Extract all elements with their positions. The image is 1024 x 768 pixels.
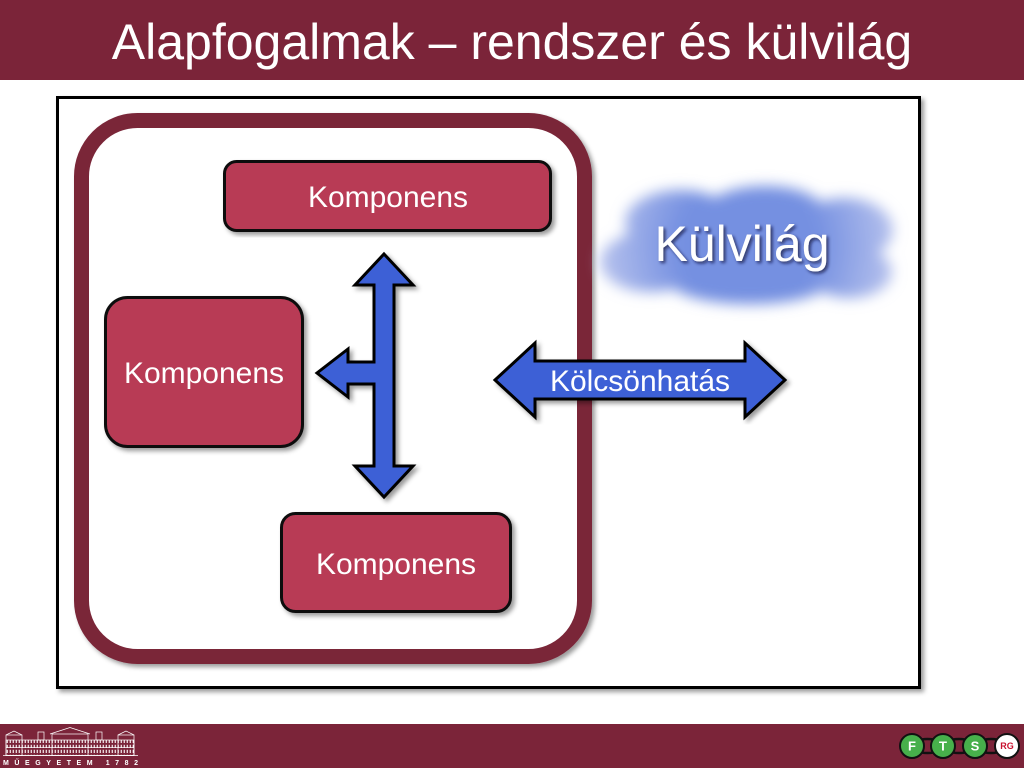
title-bar: Alapfogalmak – rendszer és külvilág — [0, 0, 1024, 80]
building-right-pavilion — [117, 734, 135, 756]
logo-letter-t: T — [939, 739, 947, 754]
building-right-tower — [95, 731, 103, 741]
cloud-puff — [808, 246, 892, 298]
slide-title: Alapfogalmak – rendszer és külvilág — [111, 14, 913, 70]
cloud-puff — [670, 260, 830, 304]
footer-bar: MŰEGYETEM 1782 F T S RG — [0, 724, 1024, 768]
component-label: Komponens — [316, 548, 476, 581]
cloud-puff — [705, 186, 825, 238]
internal-connection-arrow — [314, 251, 417, 500]
logo-circle-s — [962, 733, 988, 759]
component-box — [223, 160, 552, 232]
university-logo-text: MŰEGYETEM 1782 — [3, 758, 138, 767]
logo-letter-s: S — [971, 739, 980, 754]
logo-letter-rg: RG — [1000, 741, 1014, 751]
cloud-puff — [797, 198, 893, 262]
interaction-arrow-shape — [492, 339, 788, 421]
university-logo: MŰEGYETEM 1782 — [3, 727, 138, 767]
building-center-block — [51, 733, 89, 756]
building-logo-icon — [3, 727, 138, 756]
interaction-label: Kölcsönhatás — [550, 365, 730, 398]
linked-circles-logo-icon: F T S RG — [899, 733, 1020, 759]
research-group-logo: F T S RG — [899, 733, 1020, 759]
environment-cloud — [600, 186, 893, 304]
building-left-pavilion — [5, 734, 23, 756]
component-bottom: Komponens — [280, 512, 512, 613]
logo-circle-t — [930, 733, 956, 759]
logo-letter-f: F — [908, 739, 916, 754]
component-top: Komponens — [223, 160, 552, 232]
logo-circle-rg — [994, 733, 1020, 759]
system-diagram: Komponens Komponens Komponens Külvilág K… — [56, 96, 921, 689]
environment-label: Külvilág — [654, 216, 829, 272]
building-left-tower — [37, 731, 45, 741]
component-box — [104, 296, 304, 448]
logo-circle-f — [899, 733, 925, 759]
component-label: Komponens — [308, 181, 468, 214]
component-label: Komponens — [124, 357, 284, 390]
component-left: Komponens — [104, 296, 304, 448]
building-center-pediment — [49, 727, 91, 735]
component-box — [280, 512, 512, 613]
building-left-pavilion-roof — [5, 730, 23, 736]
interaction-arrow: Kölcsönhatás — [492, 339, 788, 421]
building-right-pavilion-roof — [117, 730, 135, 736]
